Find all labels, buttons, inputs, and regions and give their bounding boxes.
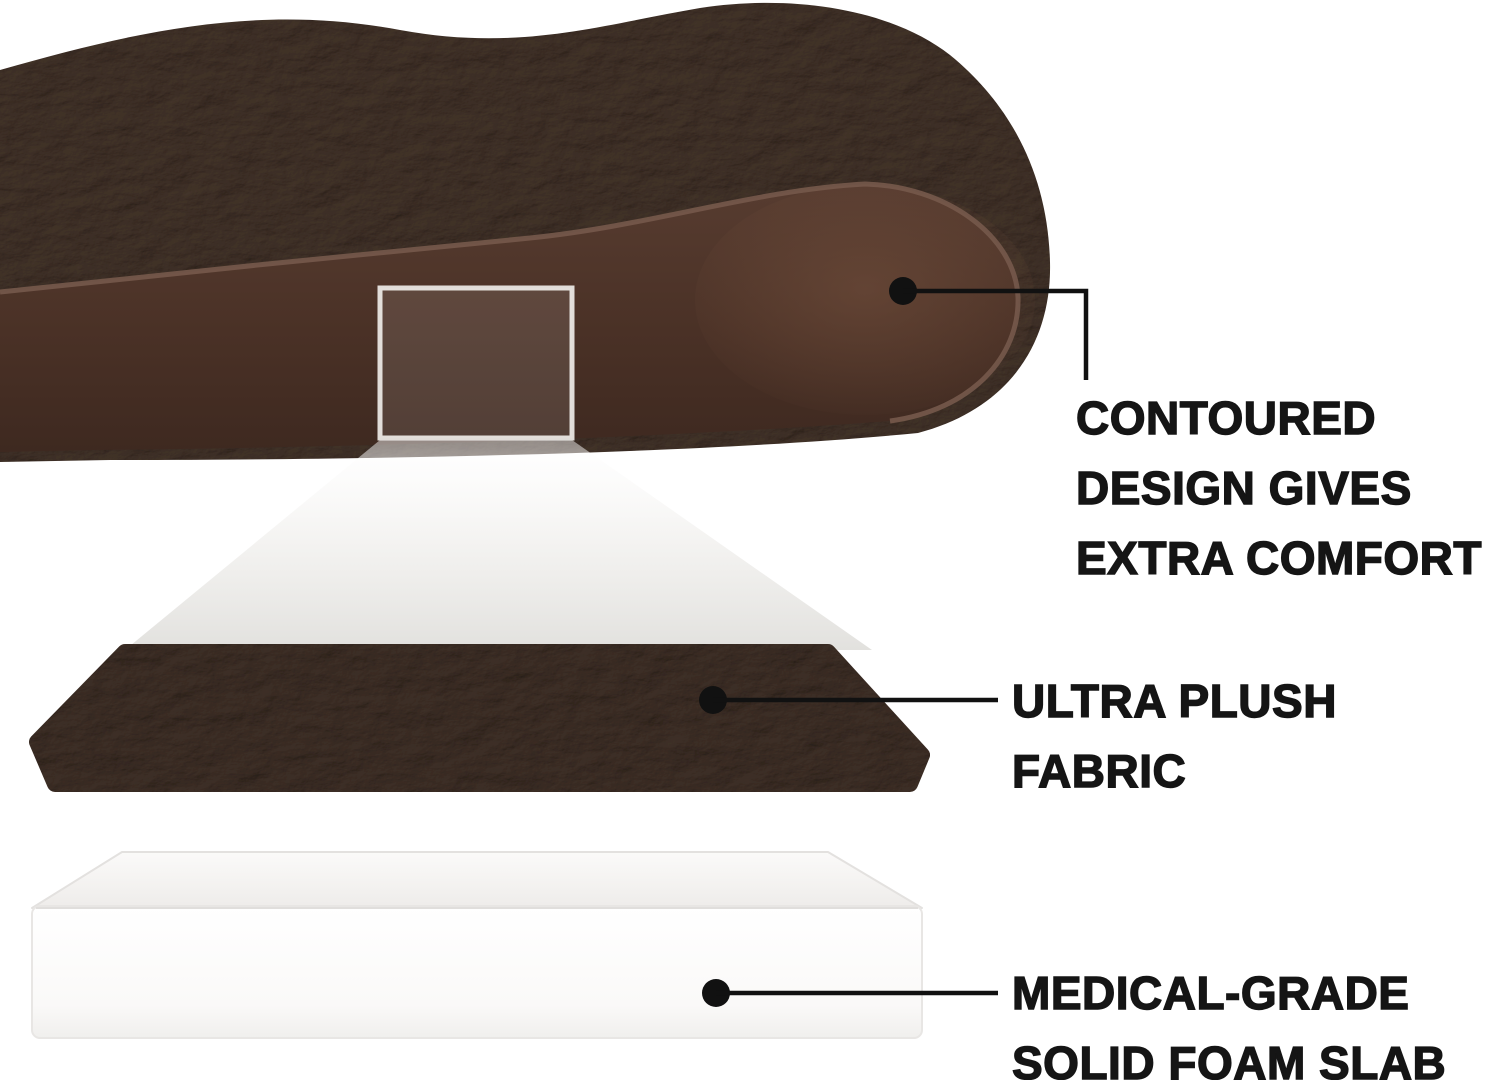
callout-label-contoured: CONTOURED DESIGN GIVES EXTRA COMFORT [1075,383,1482,593]
bed-piping-seam [0,181,1021,424]
callout-label-line: FABRIC [1011,744,1187,797]
callout-label-line: EXTRA COMFORT [1075,531,1482,584]
plush-fabric-layer [29,644,930,792]
callout-label-foam: MEDICAL-GRADE SOLID FOAM SLAB [1011,958,1447,1080]
callout-connectors [699,277,1089,1007]
callout-label-line: SOLID FOAM SLAB [1011,1036,1447,1080]
foam-slab [31,851,923,1039]
callout-label-line: MEDICAL-GRADE [1011,966,1410,1019]
zoom-beam [125,440,872,650]
bed-endcap-highlight [695,185,1035,415]
dog-bed [0,2,1051,462]
callout-label-line: CONTOURED [1075,391,1377,444]
callout-label-ultra-plush: ULTRA PLUSH FABRIC [1011,666,1337,806]
foam-slab-top-face [31,851,923,909]
callout-label-line: DESIGN GIVES [1075,461,1412,514]
callout-label-line: ULTRA PLUSH [1011,674,1337,727]
foam-slab-front-face [31,905,923,1039]
callout-line-contoured [903,288,1089,380]
zoom-highlight-square [377,285,575,441]
